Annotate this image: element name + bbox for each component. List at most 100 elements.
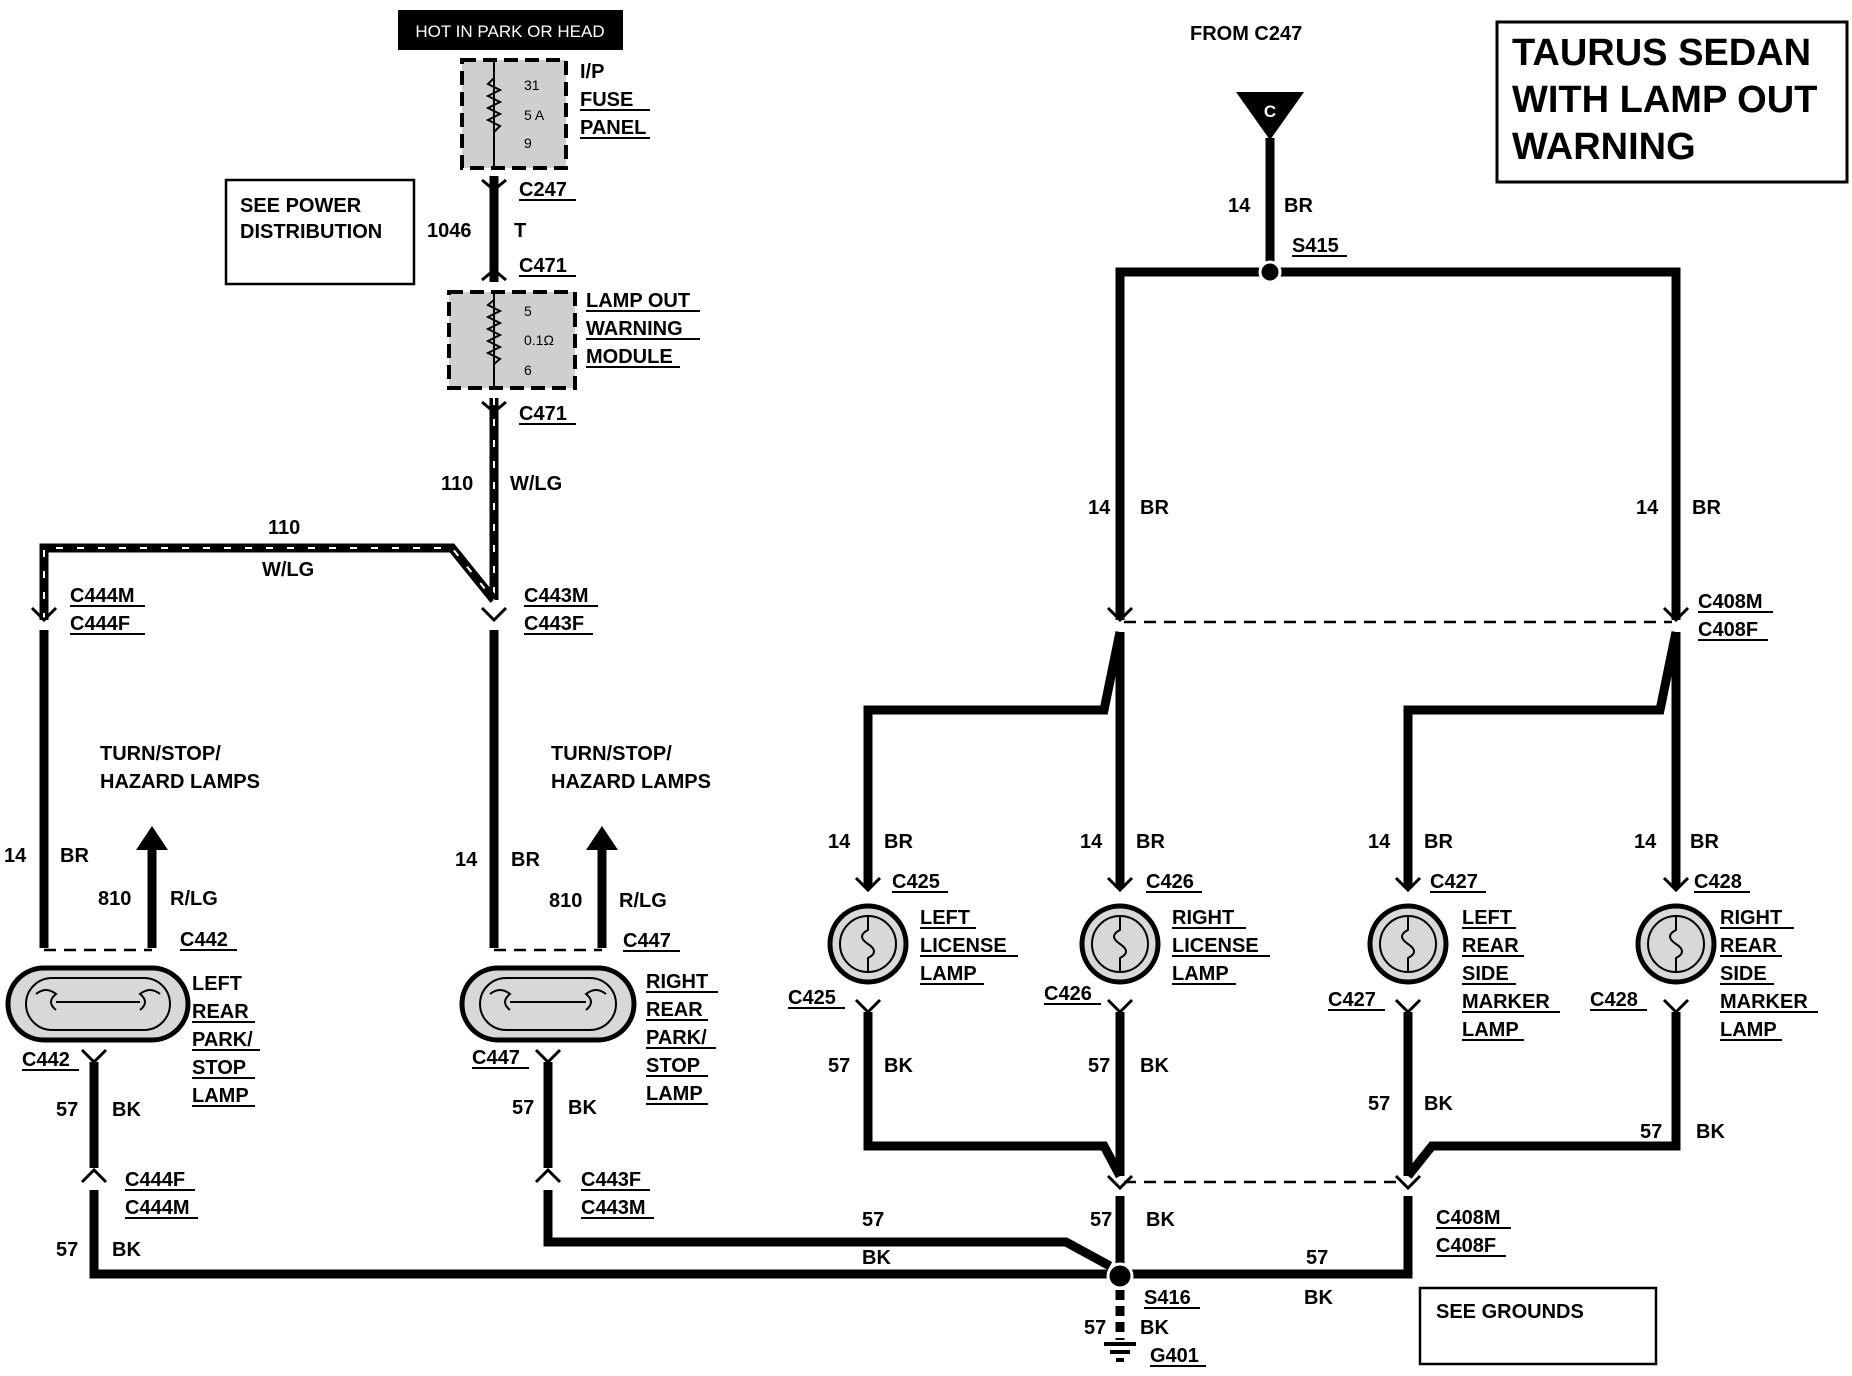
module-label-2: WARNING [586,318,683,340]
left-marker-5: LAMP [1462,1019,1519,1041]
right-park-bk-gauge: 57 [512,1097,534,1119]
marker-lamp-branches: 14 BR 14 BR C427 C428 [1368,631,1750,893]
c444f-label: C444F [70,613,130,635]
from-c247-feed: FROM C247 C 14 BR S415 14 BR 14 BR [1088,23,1721,620]
left-rear-park-stop-lamp: LEFT REAR PARK/ STOP LAMP C442 [5,965,260,1107]
right-license-lamp: RIGHT LICENSE LAMP C426 [1044,903,1270,1005]
g401-bk-gauge: 57 [1084,1317,1106,1339]
right-park-bk-color-2: BK [862,1247,891,1269]
left-park-rlg-gauge: 810 [98,888,131,910]
s415-br-gauge: 14 [1228,195,1251,217]
c408-lower-connector: 57 BK C408M C408F 57 BK [1090,1174,1511,1309]
title-block: TAURUS SEDAN WITH LAMP OUT WARNING [1495,20,1849,184]
left-license-1: LEFT [920,907,970,929]
right-park-ground-wire: 57 BK C443F C443M 57 BK [512,1048,1113,1270]
title-line-2: WITH LAMP OUT [1512,79,1817,121]
right-park-lamp-2: REAR [646,999,703,1021]
marker-ground-wires: 57 BK 57 BK [1368,998,1725,1179]
c426-upper: C426 [1146,871,1194,893]
see-grounds-label: SEE GROUNDS [1436,1301,1584,1323]
s416-bk-gauge: 57 [1090,1209,1112,1231]
module-pin-top: 5 [524,303,532,319]
right-park-br-gauge: 14 [455,849,478,871]
left-park-bk-gauge-2: 57 [56,1239,78,1261]
c428-lower: C428 [1590,989,1638,1011]
wire-110-color-horiz: W/LG [262,559,314,581]
wire-110-color-vert: W/LG [510,473,562,495]
right-license-1: RIGHT [1172,907,1234,929]
left-marker-bk-gauge: 57 [1368,1093,1390,1115]
module-label-3: MODULE [586,346,673,368]
right-park-lamp-3: PARK/ [646,1027,707,1049]
c471-lower: C471 [519,403,567,425]
c447-upper: C447 [623,930,671,952]
left-main-br-gauge: 14 [1088,497,1111,519]
license-ground-wires: 57 BK 57 BK [828,998,1169,1179]
left-park-bk-gauge: 57 [56,1099,78,1121]
right-marker-br-gauge: 14 [1634,831,1657,853]
fuse-label-1: I/P [580,61,604,83]
left-park-rlg-color: R/LG [170,888,218,910]
right-group-label-2: HAZARD LAMPS [551,771,711,793]
from-c247-label: FROM C247 [1190,23,1302,45]
wire-110-wlg: C471 110 W/LG 110 W/LG [39,398,576,620]
left-marker-2: REAR [1462,935,1519,957]
fuse-rating: 5 A [524,107,545,123]
c408f-lower: C408F [1436,1235,1496,1257]
left-license-bk-color: BK [884,1055,913,1077]
see-power-distribution: SEE POWER DISTRIBUTION [224,178,416,286]
left-rear-side-marker-lamp: LEFT REAR SIDE MARKER LAMP C427 [1328,903,1560,1041]
title-line-1: TAURUS SEDAN [1512,32,1811,74]
s415-br-color: BR [1284,195,1313,217]
left-park-stop-branch: C444M C444F TURN/STOP/ HAZARD LAMPS 14 B… [4,585,260,952]
see-power-1: SEE POWER [240,195,362,217]
left-main-br-color: BR [1140,497,1169,519]
left-license-2: LICENSE [920,935,1007,957]
left-park-bk-color: BK [112,1099,141,1121]
see-power-2: DISTRIBUTION [240,221,382,243]
left-park-lamp-5: LAMP [192,1085,249,1107]
s416-g401-ground: S416 57 BK G401 [1084,1262,1206,1367]
right-rear-side-marker-lamp: RIGHT REAR SIDE MARKER LAMP C428 [1590,903,1818,1041]
left-park-br-color: BR [60,845,89,867]
s416-label: S416 [1144,1287,1191,1309]
hot-label-text: HOT IN PARK OR HEAD [415,22,604,41]
right-park-lamp-1: RIGHT [646,971,708,993]
c447-lower: C447 [472,1047,520,1069]
c444f-lower: C444F [125,1169,185,1191]
wire-110-gauge-vert: 110 [441,473,473,495]
module-label-1: LAMP OUT [586,290,690,312]
right-license-br-gauge: 14 [1080,831,1103,853]
c427-upper: C427 [1430,871,1478,893]
right-marker-br-color: BR [1690,831,1719,853]
left-marker-1: LEFT [1462,907,1512,929]
c442-upper: C442 [180,929,228,951]
right-marker-3: SIDE [1720,963,1767,985]
right-park-rlg-color: R/LG [619,890,667,912]
left-marker-br-gauge: 14 [1368,831,1391,853]
c408m-lower: C408M [1436,1207,1500,1229]
right-rear-park-stop-lamp: RIGHT REAR PARK/ STOP LAMP C447 [459,965,718,1105]
right-marker-2: REAR [1720,935,1777,957]
hot-in-park-label: HOT IN PARK OR HEAD [398,10,623,50]
module-resistance: 0.1Ω [524,332,554,348]
see-grounds-box: SEE GROUNDS [1418,1286,1658,1366]
right-marker-5: LAMP [1720,1019,1777,1041]
c426-lower: C426 [1044,983,1092,1005]
right-park-br-color: BR [511,849,540,871]
c443m-lower: C443M [581,1197,645,1219]
c442-lower: C442 [22,1049,70,1071]
right-license-bk-color: BK [1140,1055,1169,1077]
c443m-label: C443M [524,585,588,607]
c428-upper: C428 [1694,871,1742,893]
right-marker-4: MARKER [1720,991,1808,1013]
left-license-br-color: BR [884,831,913,853]
license-lamp-branches: 14 BR 14 BR C425 C426 [828,631,1202,893]
c408m-upper: C408M [1698,591,1762,613]
left-license-3: LAMP [920,963,977,985]
c247-upper: C247 [519,179,567,201]
left-park-lamp-3: PARK/ [192,1029,253,1051]
wire-110-gauge-horiz: 110 [268,517,300,539]
right-main-br-color: BR [1692,497,1721,519]
